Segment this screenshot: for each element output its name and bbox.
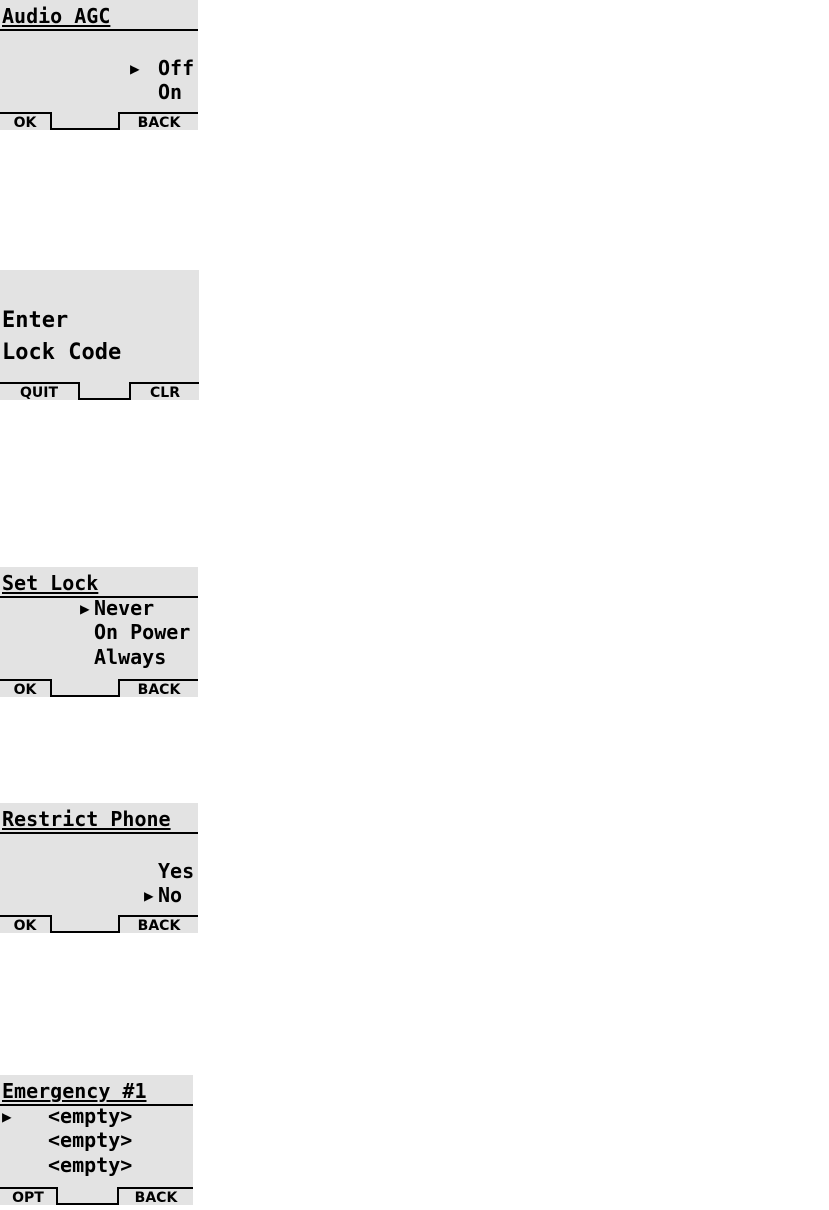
option-never[interactable]: Never <box>94 596 154 620</box>
option-off[interactable]: Off <box>158 56 194 80</box>
prompt-line-2: Lock Code <box>2 338 121 368</box>
lock-code-screen: Enter Lock Code ---- QUIT CLR <box>0 270 199 400</box>
screen-title: Audio AGC <box>0 3 198 31</box>
back-softkey[interactable]: BACK <box>117 1187 193 1205</box>
option-on-power[interactable]: On Power <box>94 620 190 644</box>
prompt-line-1: Enter <box>2 306 68 336</box>
ok-softkey[interactable]: OK <box>0 679 52 697</box>
softkey-bar: OK BACK <box>0 110 198 130</box>
ok-softkey[interactable]: OK <box>0 915 52 933</box>
audio-agc-screen: Audio AGC ▶ Off On OK BACK <box>0 0 198 130</box>
restrict-phone-screen: Restrict Phone Yes ▶ No OK BACK <box>0 803 198 933</box>
option-always[interactable]: Always <box>94 645 166 669</box>
emergency-screen: Emergency #1 ▶ <empty> <empty> <empty> O… <box>0 1075 193 1205</box>
list-item[interactable]: <empty> <box>48 1128 132 1152</box>
softkey-bar: OK BACK <box>0 677 198 697</box>
set-lock-screen: Set Lock ▶ Never On Power Always OK BACK <box>0 567 198 697</box>
selector-arrow-icon: ▶ <box>144 884 154 908</box>
list-item[interactable]: <empty> <box>48 1104 132 1128</box>
option-yes[interactable]: Yes <box>158 859 194 883</box>
option-no[interactable]: No <box>158 883 182 907</box>
selector-arrow-icon: ▶ <box>130 57 140 81</box>
back-softkey[interactable]: BACK <box>118 679 198 697</box>
screen-title: Emergency #1 <box>0 1078 193 1106</box>
list-item[interactable]: <empty> <box>48 1153 132 1177</box>
softkey-bar: OK BACK <box>0 913 198 933</box>
opt-softkey[interactable]: OPT <box>0 1187 58 1205</box>
back-softkey[interactable]: BACK <box>118 112 198 130</box>
back-softkey[interactable]: BACK <box>118 915 198 933</box>
screen-title: Set Lock <box>0 570 198 598</box>
softkey-bar: QUIT CLR <box>0 380 199 400</box>
option-on[interactable]: On <box>158 80 182 104</box>
selector-arrow-icon: ▶ <box>2 1105 12 1129</box>
softkey-bar: OPT BACK <box>0 1185 193 1205</box>
ok-softkey[interactable]: OK <box>0 112 52 130</box>
clr-softkey[interactable]: CLR <box>129 382 199 400</box>
quit-softkey[interactable]: QUIT <box>0 382 80 400</box>
screen-title: Restrict Phone <box>0 806 198 834</box>
selector-arrow-icon: ▶ <box>80 597 90 621</box>
